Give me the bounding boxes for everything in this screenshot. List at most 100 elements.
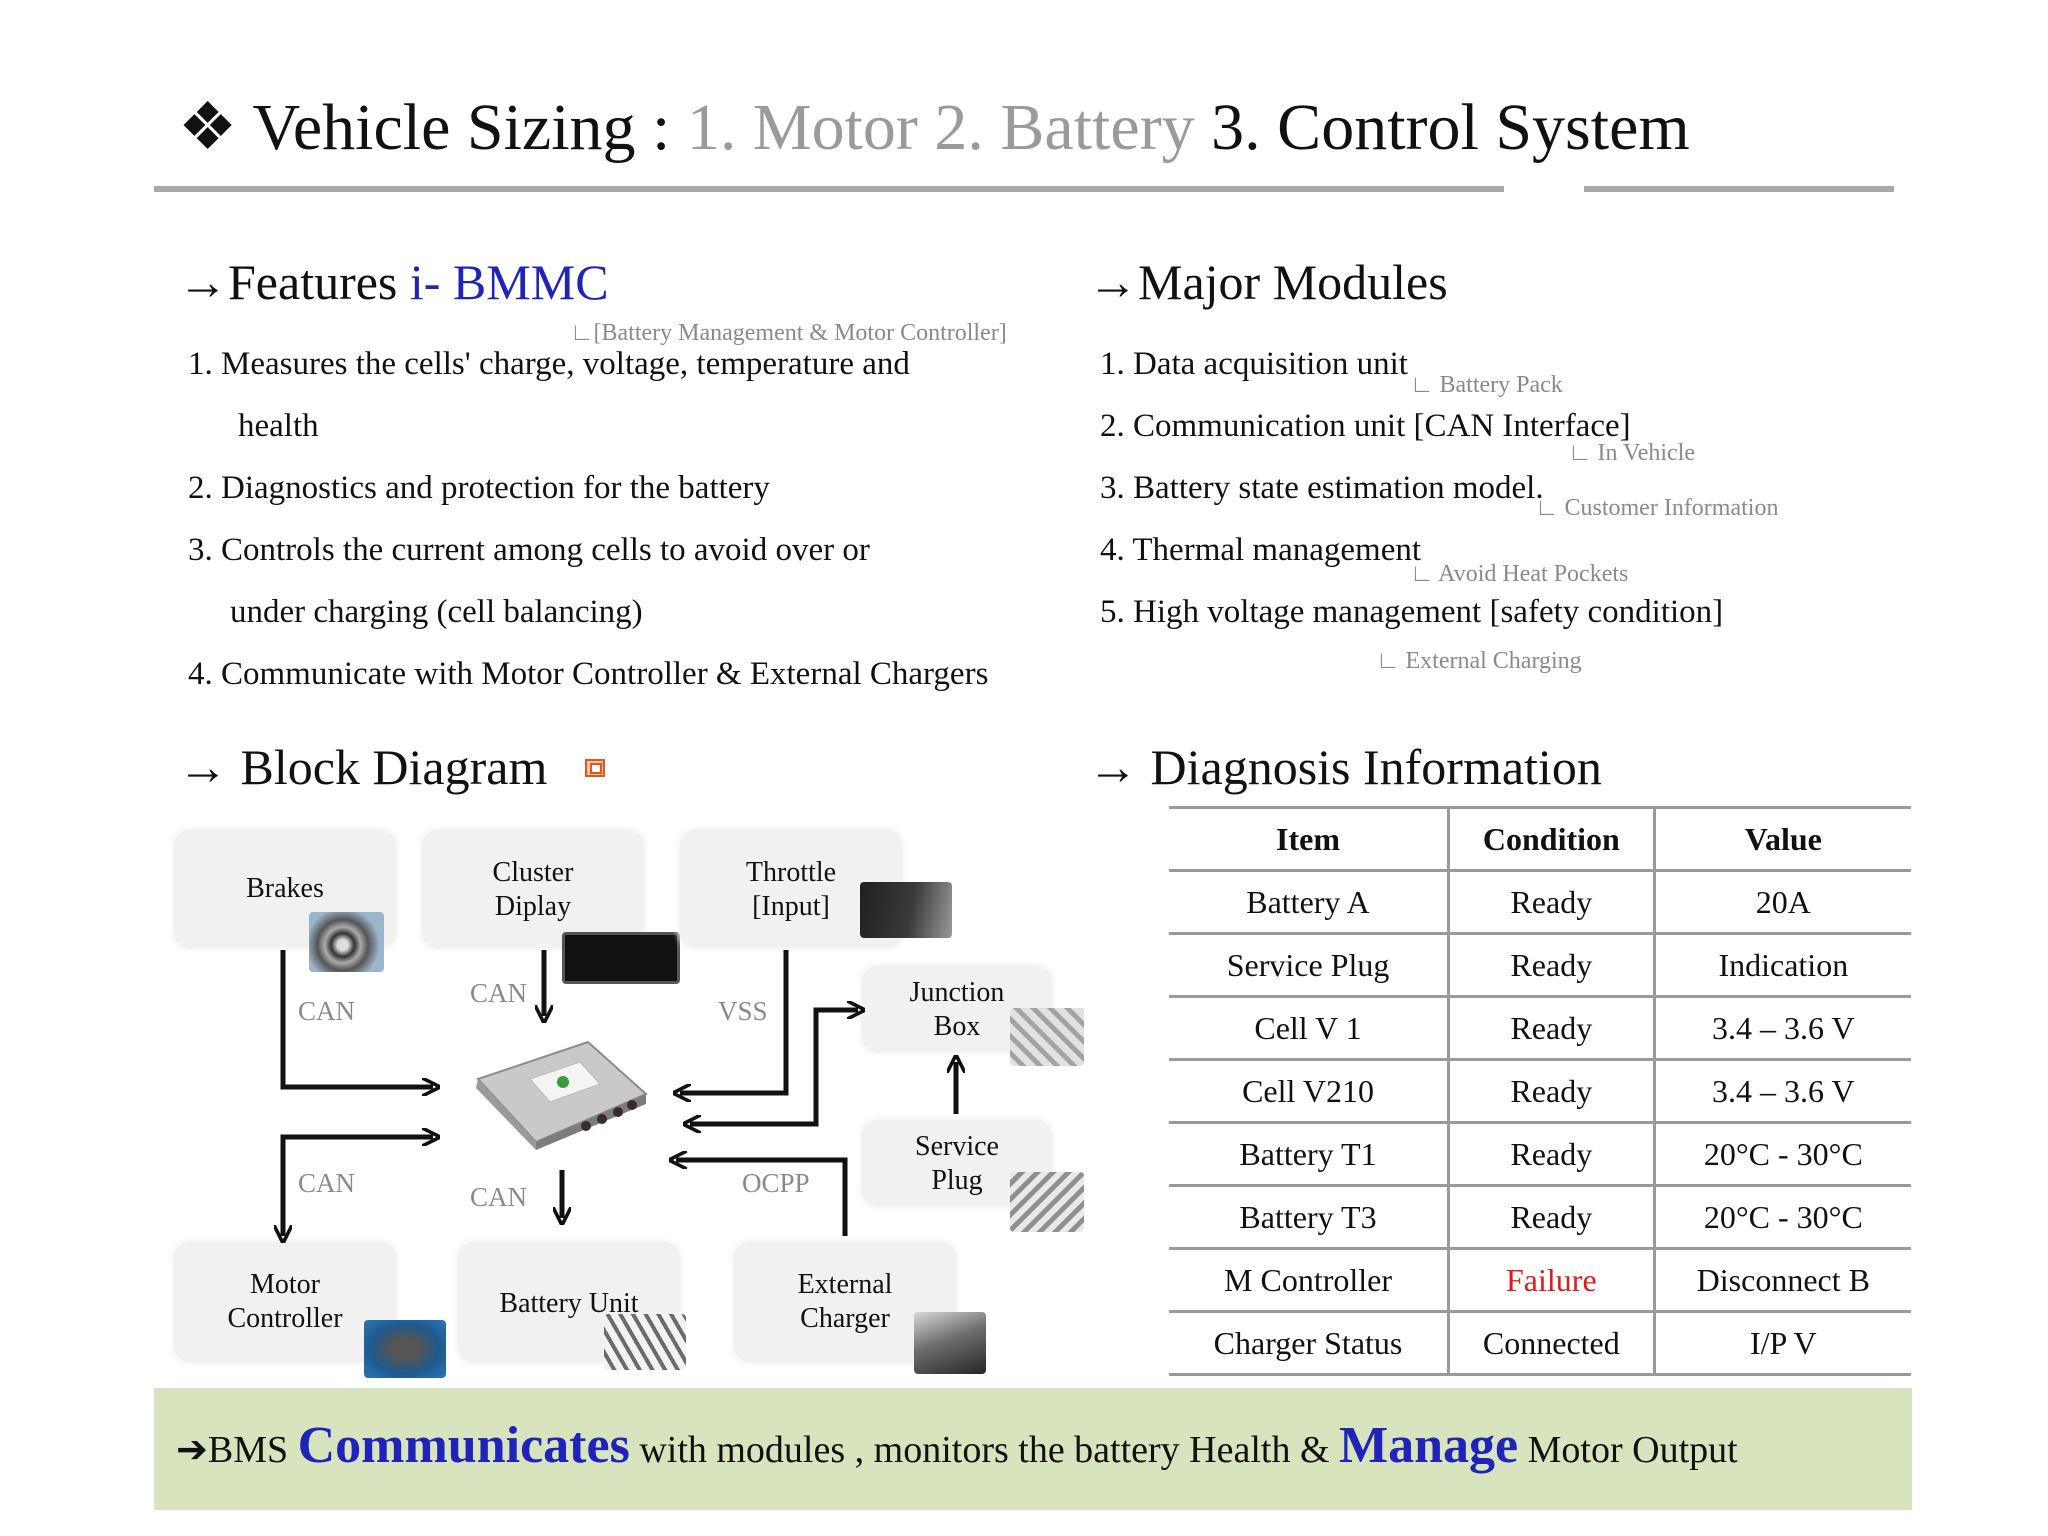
modules-item-2: 2. Communication unit [CAN Interface] xyxy=(1100,408,1631,444)
summary-keyword-manage: Manage xyxy=(1339,1417,1519,1474)
table-cell: Ready xyxy=(1447,1185,1655,1250)
table-cell: Battery A xyxy=(1169,870,1449,935)
table-cell: Ready xyxy=(1447,1059,1655,1124)
modules-item-5: 5. High voltage management [safety condi… xyxy=(1100,594,1724,630)
table-cell: 20°C - 30°C xyxy=(1652,1122,1911,1187)
modules-note-5: ∟ External Charging xyxy=(1376,648,1582,674)
table-row: Cell V 1 Ready 3.4 – 3.6 V xyxy=(1169,996,1911,1061)
features-line-3b: under charging (cell balancing) xyxy=(230,594,643,630)
table-cell: Battery T3 xyxy=(1169,1185,1449,1250)
motor-controller-label: Motor Controller xyxy=(227,1269,343,1334)
features-line-2: 2. Diagnostics and protection for the ba… xyxy=(188,470,770,506)
link-label-can-cluster: CAN xyxy=(470,978,528,1008)
cluster-label: Cluster Diplay xyxy=(492,857,574,922)
battery-unit-image xyxy=(604,1314,686,1370)
arrow-brakes-bms xyxy=(280,950,433,1087)
features-arrow-icon: → xyxy=(178,254,228,310)
table-cell: Ready xyxy=(1447,996,1655,1061)
table-cell: 20A xyxy=(1652,870,1911,935)
throttle-box: Throttle [Input] xyxy=(680,830,952,948)
summary-keyword-communicates: Communicates xyxy=(297,1417,630,1474)
table-cell: 3.4 – 3.6 V xyxy=(1652,996,1911,1061)
table-row: Battery T1 Ready 20°C - 30°C xyxy=(1169,1122,1911,1187)
features-line-1b: health xyxy=(238,408,319,444)
modules-note-3: ∟ Customer Information xyxy=(1535,495,1779,521)
external-charger-label: External Charger xyxy=(797,1269,893,1334)
column-header-condition: Condition xyxy=(1447,806,1655,872)
service-plug-box: Service Plug xyxy=(862,1120,1084,1232)
features-line-4: 4. Communicate with Motor Controller & E… xyxy=(188,656,989,692)
arrow-throttle-bms xyxy=(680,950,789,1093)
table-row: Service Plug Ready Indication xyxy=(1169,933,1911,998)
summary-banner: ➔BMS Communicates with modules , monitor… xyxy=(154,1388,1912,1510)
service-plug-image xyxy=(1010,1172,1084,1232)
title-rule-right xyxy=(1584,186,1894,192)
table-row: Battery A Ready 20A xyxy=(1169,870,1911,935)
brakes-label: Brakes xyxy=(246,873,324,904)
table-cell: Cell V 1 xyxy=(1169,996,1449,1061)
table-cell: Ready xyxy=(1447,1122,1655,1187)
modules-note-4: ∟ Avoid Heat Pockets xyxy=(1410,561,1629,587)
link-label-can-motor: CAN xyxy=(298,1168,356,1198)
motor-controller-image xyxy=(364,1320,446,1378)
link-label-can-brakes: CAN xyxy=(298,996,356,1026)
bms-controller-image xyxy=(468,1034,652,1152)
table-cell: Indication xyxy=(1652,933,1911,998)
junction-box: Junction Box xyxy=(862,966,1084,1066)
features-subnote: ∟[Battery Management & Motor Controller] xyxy=(570,320,1007,346)
modules-item-1: 1. Data acquisition unit xyxy=(1100,346,1408,382)
slide-link-icon[interactable] xyxy=(585,757,607,779)
title-gray-part: 1. Motor 2. Battery xyxy=(686,91,1195,164)
status-failure-cell: Failure xyxy=(1447,1248,1655,1313)
motor-controller-box: Motor Controller xyxy=(174,1242,446,1378)
block-diagram-heading: → Block Diagram xyxy=(178,739,548,795)
arrow-bms-junction xyxy=(690,1010,858,1127)
modules-note-2: ∟ In Vehicle xyxy=(1568,440,1696,466)
arrow-charger-bms xyxy=(676,1160,848,1236)
external-charger-box: External Charger xyxy=(734,1242,986,1374)
brakes-image xyxy=(309,912,384,972)
table-header-row: Item Condition Value xyxy=(1169,806,1911,872)
table-cell: Ready xyxy=(1447,933,1655,998)
title-active-part: 3. Control System xyxy=(1194,91,1690,164)
table-row: Battery T3 Ready 20°C - 30°C xyxy=(1169,1185,1911,1250)
battery-unit-label: Battery Unit xyxy=(499,1288,639,1319)
summary-text: ➔BMS Communicates with modules , monitor… xyxy=(176,1417,1738,1474)
table-cell: Ready xyxy=(1447,870,1655,935)
features-heading: →Features i- BMMC xyxy=(178,254,609,310)
diagnosis-table: Item Condition Value Battery A Ready 20A… xyxy=(1169,806,1911,1376)
table-cell: Battery T1 xyxy=(1169,1122,1449,1187)
table-cell: I/P V xyxy=(1652,1311,1911,1376)
summary-arrow-icon: ➔ xyxy=(176,1429,208,1471)
table-cell: 3.4 – 3.6 V xyxy=(1652,1059,1911,1124)
service-plug-label: Service Plug xyxy=(915,1131,999,1196)
link-label-vss: VSS xyxy=(718,996,768,1026)
table-row: Charger Status Connected I/P V xyxy=(1169,1311,1911,1376)
slide-title: ❖ Vehicle Sizing : 1. Motor 2. Battery 3… xyxy=(178,91,1690,165)
battery-unit-box: Battery Unit xyxy=(458,1242,686,1370)
junction-label: Junction Box xyxy=(909,977,1005,1042)
modules-note-1: ∟ Battery Pack xyxy=(1410,372,1563,398)
table-cell: Disconnect B xyxy=(1652,1248,1911,1313)
table-cell: Connected xyxy=(1447,1311,1655,1376)
title-bullet-icon: ❖ xyxy=(178,91,238,164)
table-cell: Cell V210 xyxy=(1169,1059,1449,1124)
link-label-ocpp: OCPP xyxy=(742,1168,810,1198)
table-cell: Charger Status xyxy=(1169,1311,1449,1376)
features-line-3: 3. Controls the current among cells to a… xyxy=(188,532,870,568)
external-charger-image xyxy=(914,1312,986,1374)
title-rule-left xyxy=(154,186,1504,192)
table-cell: 20°C - 30°C xyxy=(1652,1185,1911,1250)
column-header-item: Item xyxy=(1169,806,1449,872)
column-header-value: Value xyxy=(1652,806,1911,872)
table-cell: M Controller xyxy=(1169,1248,1449,1313)
modules-item-4: 4. Thermal management xyxy=(1100,532,1422,568)
table-row: M Controller Failure Disconnect B xyxy=(1169,1248,1911,1313)
junction-box-image xyxy=(1010,1008,1084,1066)
cluster-display-image xyxy=(562,932,680,984)
title-prefix: Vehicle Sizing : xyxy=(252,91,687,164)
table-cell: Service Plug xyxy=(1169,933,1449,998)
modules-item-3: 3. Battery state estimation model. xyxy=(1100,470,1544,506)
features-line-1: 1. Measures the cells' charge, voltage, … xyxy=(188,346,910,382)
